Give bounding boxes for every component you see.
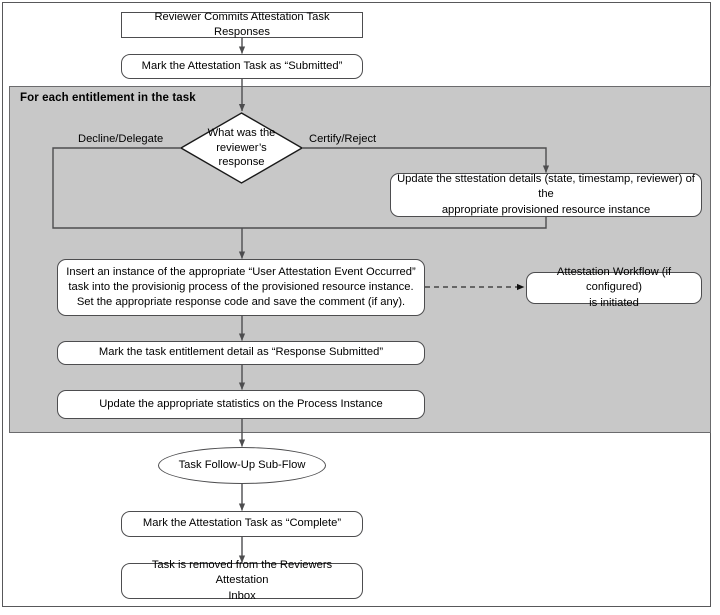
node-label: Task Follow-Up Sub-Flow [178,458,306,471]
node-label: Reviewer Commits Attestation Task Respon… [154,10,330,38]
node-task-removed-from-inbox[interactable]: Task is removed from the Reviewers Attes… [121,559,363,602]
node-label-line2: is initiated [589,296,639,309]
edge-label-decline-delegate: Decline/Delegate [78,133,164,145]
loop-container-title: For each entitlement in the task [20,92,196,104]
node-label: Mark the Attestation Task as “Complete” [142,517,342,530]
node-label-line2: appropriate provisioned resource instanc… [441,203,651,216]
node-mark-task-submitted[interactable]: Mark the Attestation Task as “Submitted” [121,54,363,79]
node-mark-task-complete[interactable]: Mark the Attestation Task as “Complete” [121,511,363,537]
node-label: Update the appropriate statistics on the… [99,397,383,410]
node-label-line3: Set the appropriate response code and sa… [76,296,406,309]
node-attestation-workflow-initiated[interactable]: Attestation Workflow (if configured) is … [526,266,702,309]
node-label-line1: Insert an instance of the appropriate “U… [66,265,416,278]
node-label: Mark the task entitlement detail as “Res… [98,346,384,359]
node-label-line1: Attestation Workflow (if configured) [556,266,672,294]
node-label-line2: Inbox [228,589,256,602]
node-task-follow-up-subflow[interactable]: Task Follow-Up Sub-Flow [158,447,326,484]
node-label: Mark the Attestation Task as “Submitted” [141,59,343,72]
node-update-attestation-details[interactable]: Update the sttestation details (state, t… [390,173,702,217]
node-mark-entitlement-response-submitted[interactable]: Mark the task entitlement detail as “Res… [57,341,425,365]
node-label-line1: Task is removed from the Reviewers Attes… [151,559,333,587]
node-label-line1: Update the sttestation details (state, t… [397,173,695,201]
node-reviewer-commits[interactable]: Reviewer Commits Attestation Task Respon… [121,10,363,38]
edge-label-certify-reject: Certify/Reject [309,133,377,145]
node-label-line2: task into the provisionig process of the… [68,280,414,293]
node-insert-attestation-event-task[interactable]: Insert an instance of the appropriate “U… [57,259,425,316]
node-update-process-statistics[interactable]: Update the appropriate statistics on the… [57,390,425,419]
